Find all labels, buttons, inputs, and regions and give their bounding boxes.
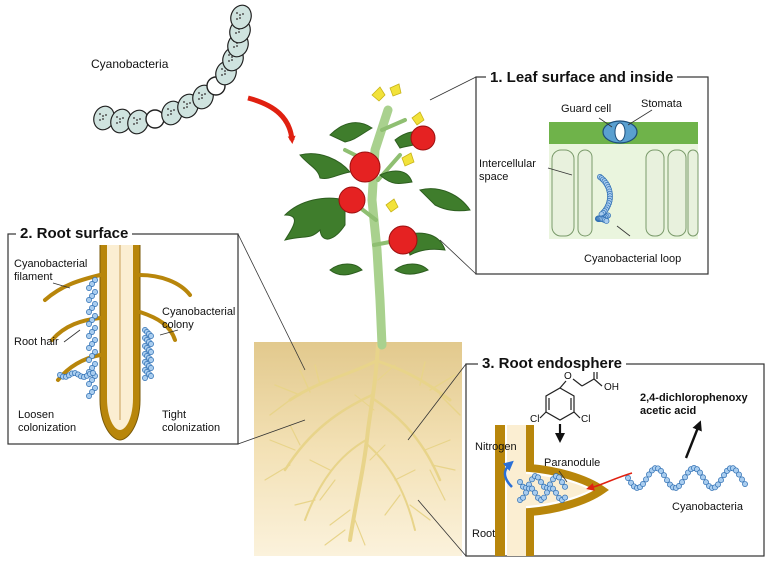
panel-endosphere [407,363,765,557]
chem-cl-right: Cl [581,414,591,425]
red-arrow [247,95,296,144]
tomato-stem [367,105,393,350]
intercellular-space-label: Intercellular space [479,158,536,183]
root-label: Root [472,528,496,540]
guard-cell-label: Guard cell [561,103,612,115]
stomata-label: Stomata [641,98,682,110]
panel-root-surface [7,233,306,445]
chem-oh: OH [604,382,619,393]
auxin-label: 2,4-dichlorophenoxy acetic acid [640,392,748,417]
cyanobacteria-label: Cyanobacteria [91,57,169,71]
filament-label: Cyanobacterial filament [14,258,88,283]
panel-leaf-title: 1. Leaf surface and inside [486,69,678,86]
panel-leaf [429,76,709,275]
soil-block [254,342,462,556]
colony-label: Cyanobacterial colony [162,306,236,331]
panel-root-surface-title: 2. Root surface [16,225,133,242]
tomato-fruits [338,125,436,255]
loosen-colonization-label: Loosen colonization [18,409,77,434]
tomato-roots [264,343,461,546]
endo-cyanobacteria-label: Cyanobacteria [672,501,743,513]
chem-o: O [564,371,572,382]
tight-colonization-label: Tight colonization [162,409,221,434]
root-hair-label: Root hair [14,336,59,348]
tomato-leaves [283,122,471,276]
tomato-flowers [371,83,425,213]
cyanobacteria-filament [93,4,252,135]
panel-endosphere-title: 3. Root endosphere [478,355,627,372]
paranodule-label: Paranodule [544,457,601,469]
chem-cl-left: Cl [530,414,540,425]
cyanobacterial-loop-label: Cyanobacterial loop [584,253,682,265]
nitrogen-label: Nitrogen [475,441,517,453]
